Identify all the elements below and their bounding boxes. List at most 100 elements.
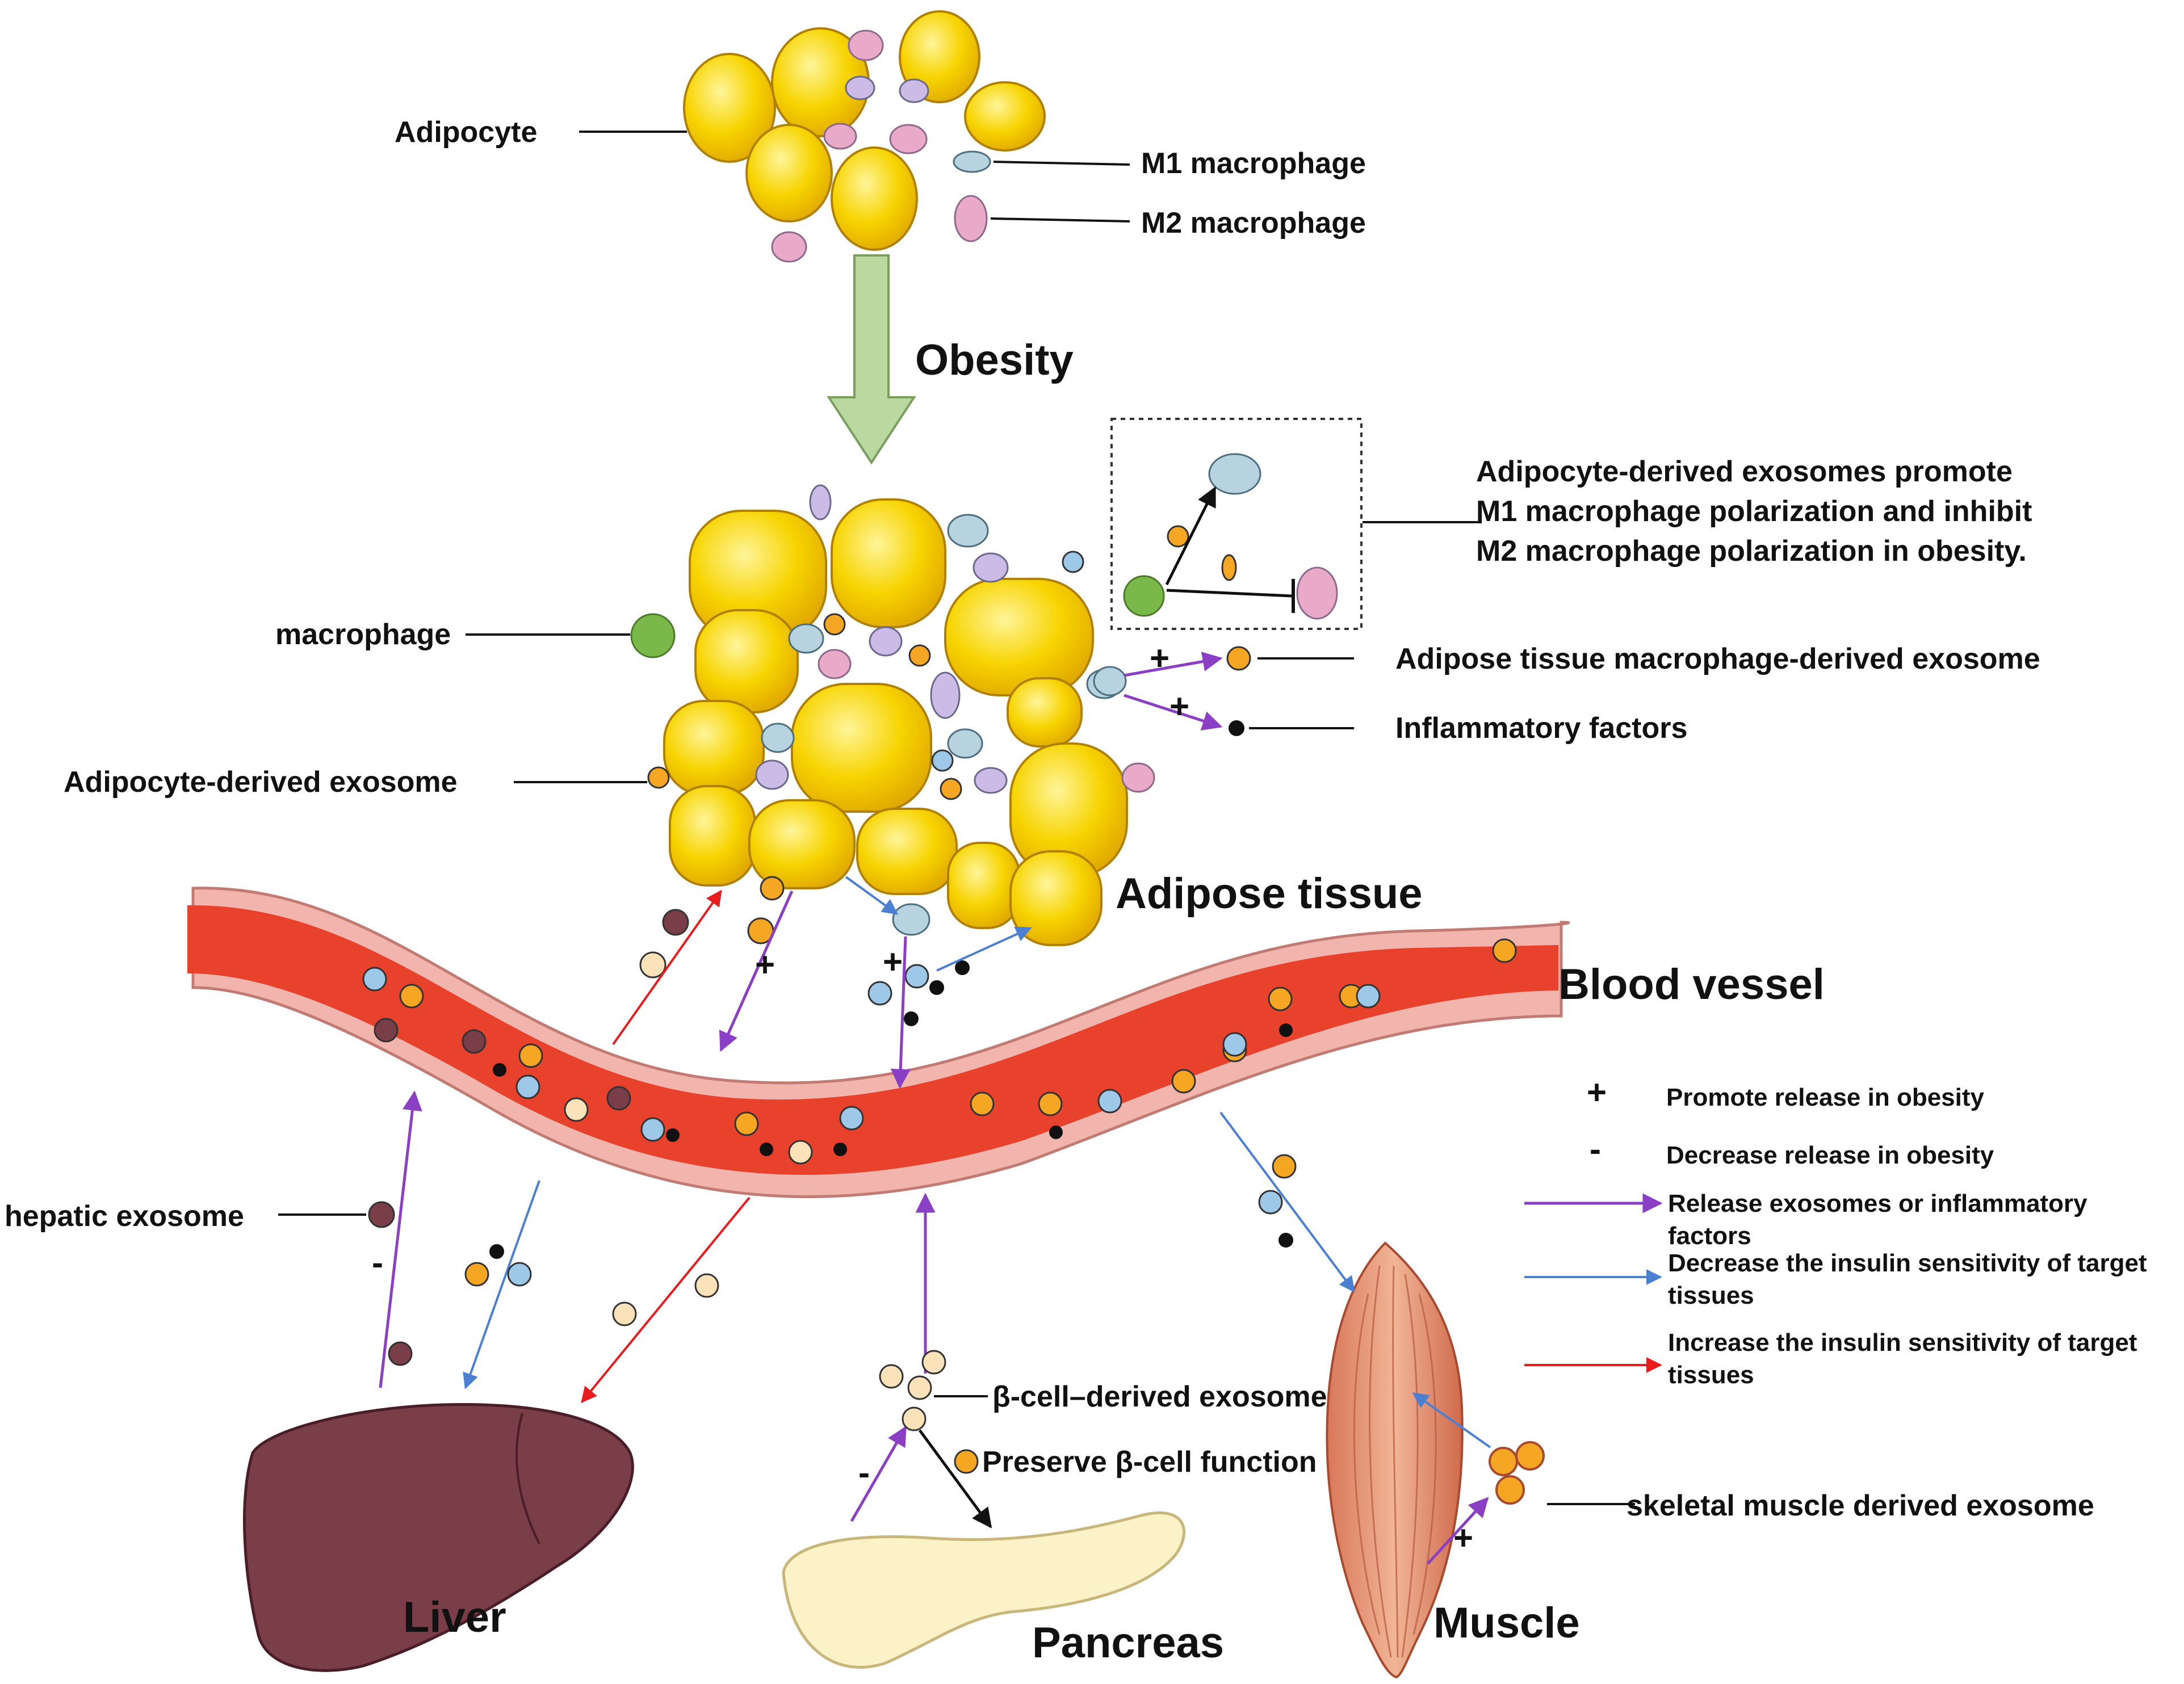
blood-vessel: [187, 887, 1570, 1199]
vessel-inflammatory-factor: [833, 1143, 847, 1156]
pancreas-label: Pancreas: [1032, 1619, 1224, 1667]
blue-arrow-vessel-to-adipose: [936, 926, 1032, 972]
m1-macrophage-cell: [788, 623, 824, 654]
vessel-exosome: [788, 1140, 813, 1165]
m1-macrophage-cell: [947, 514, 989, 548]
adipocyte-cell: [856, 808, 958, 895]
beta-exosome-icon: [902, 1406, 927, 1431]
m1-macrophage-legend-cell: [953, 150, 991, 173]
inflammatory-plus-sign: +: [1169, 687, 1189, 725]
m1-macrophage-label: M1 macrophage: [1141, 147, 1366, 180]
liver-organ: [243, 1403, 634, 1672]
m2-macrophage-legend-cell: [954, 195, 988, 242]
adipocyte-cell: [669, 785, 756, 887]
obese-adipose-cluster: [630, 484, 1155, 946]
inset-exosome: [1167, 525, 1189, 548]
vessel-exosome: [1171, 1069, 1196, 1094]
vessel-inflammatory-factor: [1279, 1023, 1293, 1037]
vessel-exosome: [399, 984, 424, 1009]
vessel-exosome: [362, 967, 387, 992]
m1-macrophage-cell: [755, 759, 789, 790]
exosome-free: [1258, 1190, 1283, 1215]
adipocyte-exosome: [908, 644, 931, 667]
blue-arrow-adipose-to-macrophage: [845, 876, 899, 915]
m1-macrophage-cell: [930, 671, 961, 719]
muscle-fiber-lines: [1353, 1265, 1437, 1658]
purple-arrow-macrophage-to-vessel: [890, 936, 911, 1089]
adipocyte-cell: [831, 146, 918, 251]
legend-purple-text-1: Release exosomes or inflammatory: [1668, 1190, 2087, 1217]
inflammatory-factor-icon: [1229, 720, 1244, 736]
inflammatory-factor-free: [929, 980, 944, 995]
legend-plus-sign: +: [1587, 1073, 1607, 1111]
inflammatory-factor-free: [1278, 1233, 1293, 1248]
skeletal-exosome-icon: [1495, 1475, 1525, 1505]
vessel-inflammatory-factor: [760, 1143, 773, 1156]
adipocyte-cell: [663, 700, 765, 796]
exosome-free: [867, 981, 892, 1006]
adipocyte-cell: [745, 124, 833, 222]
legend-purple-text-2: factors: [1668, 1222, 1751, 1250]
vessel-exosome: [640, 1117, 665, 1142]
adipocyte-cell: [1007, 677, 1083, 747]
inflammatory-factor-free: [489, 1244, 504, 1259]
vessel-exosome: [462, 1029, 487, 1054]
exosome-free: [507, 1262, 532, 1287]
purple-arrow-muscle-to-exosome: [1427, 1497, 1489, 1565]
purple-arrow-liver-to-vessel: [379, 1090, 422, 1388]
adipocyte-cell: [944, 578, 1094, 696]
m2-macrophage-cell: [771, 231, 807, 263]
muscle-label: Muscle: [1433, 1599, 1580, 1647]
macrophage-green-cell: [630, 613, 676, 658]
legend-minus-text: Decrease release in obesity: [1666, 1141, 1994, 1169]
inflammatory-factor-free: [904, 1011, 919, 1026]
vessel-lumen: [187, 905, 1558, 1175]
vessel-wall-outer: [191, 887, 1570, 1199]
blue-arrow-exosome-to-muscle: [1412, 1392, 1491, 1448]
hepatic-exosome-free: [662, 909, 689, 936]
adipocyte-exosome: [940, 778, 962, 800]
legend-red-text-1: Increase the insulin sensitivity of targ…: [1668, 1329, 2137, 1357]
obesity-label: Obesity: [915, 336, 1074, 384]
pancreas-minus-sign: -: [858, 1454, 870, 1492]
macrophage-exosome: [1062, 551, 1084, 573]
m1-leader: [993, 161, 1130, 166]
exosome-free: [1272, 1154, 1297, 1179]
vessel-exosome: [839, 1106, 864, 1131]
adipocyte-cell: [831, 498, 946, 628]
inset-promote-arrow: [1165, 486, 1217, 586]
beta-exosome-icon: [879, 1364, 904, 1389]
vessel-exosome: [518, 1043, 543, 1068]
red-arrow-vessel-to-adipose: [612, 889, 722, 1045]
inset-green-macrophage: [1123, 575, 1165, 617]
vessel-exosome: [1222, 1032, 1247, 1057]
vessel-exosome: [970, 1091, 995, 1116]
m2-macrophage-label: M2 macrophage: [1141, 207, 1366, 240]
m1-macrophage-free: [892, 903, 930, 936]
skeletal-exosome-label: skeletal muscle derived exosome: [1627, 1489, 2094, 1522]
inset-inhibit-line: [1166, 589, 1292, 598]
vessel-exosome: [515, 1074, 540, 1099]
vessel-exosome: [374, 1018, 399, 1043]
adipocyte-cell: [899, 10, 980, 103]
m1-macrophage-cell: [972, 552, 1009, 583]
inset-content: [1123, 453, 1338, 620]
m1-macrophage-cell: [947, 728, 983, 759]
vessel-inflammatory-factor: [493, 1063, 506, 1077]
atm-exosome-icon: [1226, 646, 1251, 671]
preserve-exosome-icon: [954, 1449, 979, 1474]
hepatic-exosome-icon: [368, 1201, 395, 1228]
vessel-exosome: [734, 1111, 759, 1136]
m1-macrophage-cell: [809, 484, 832, 520]
blue-arrow-vessel-to-muscle: [1219, 1111, 1355, 1293]
black-arrow-beta-to-pancreas: [918, 1429, 992, 1528]
vessel-inflammatory-factor: [1049, 1126, 1063, 1139]
vessel-inflammatory-factor: [666, 1128, 680, 1142]
vessel-exosome: [1492, 938, 1517, 963]
red-arrow-vessel-to-liver: [581, 1196, 751, 1404]
inset-m1-cell: [1208, 453, 1261, 495]
inset-text-line-2: M1 macrophage polarization and inhibit: [1476, 495, 2032, 528]
adipocyte-exosome-label: Adipocyte-derived exosome: [64, 766, 458, 799]
purple-arrow-pancreas-to-beta: [850, 1425, 907, 1522]
liver-lobe-line: [515, 1413, 540, 1544]
